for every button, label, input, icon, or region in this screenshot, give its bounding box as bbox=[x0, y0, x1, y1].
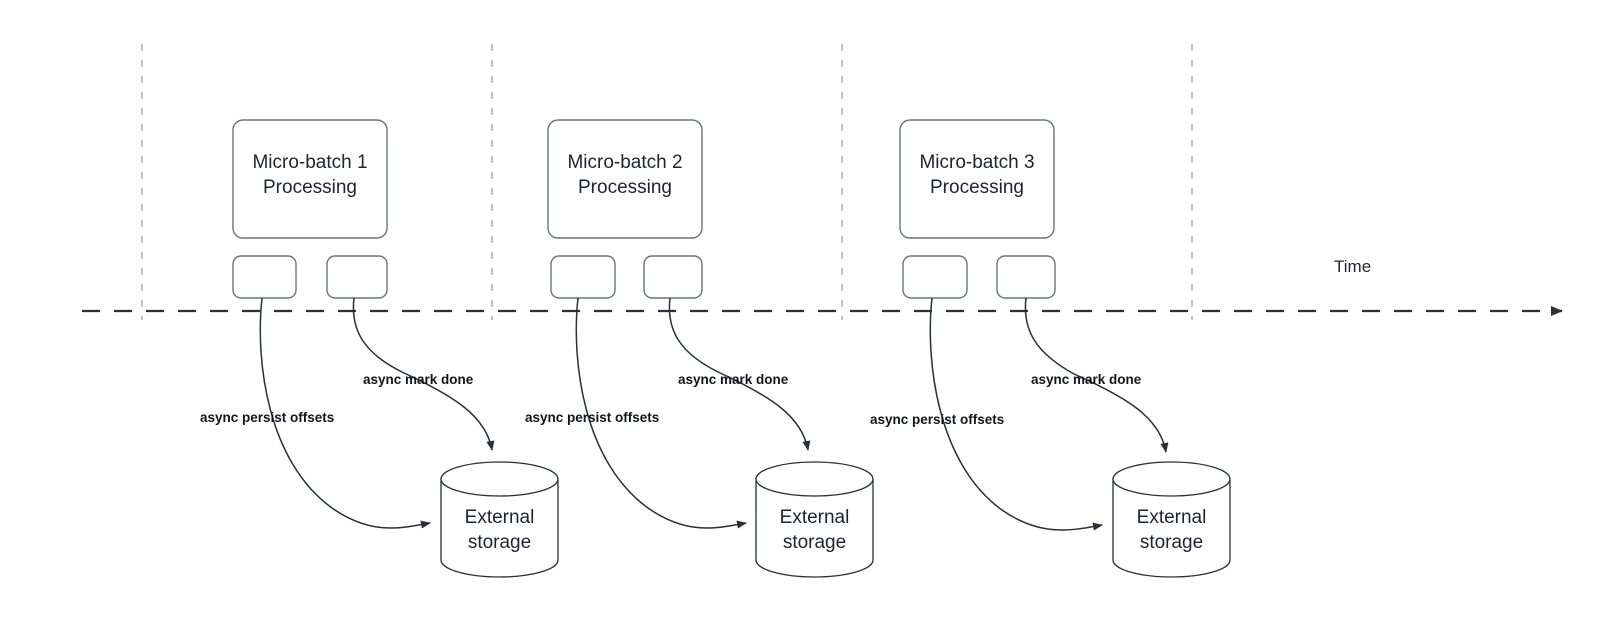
async-persist-offsets-label-3: async persist offsets bbox=[870, 412, 1005, 427]
external-storage-2-top bbox=[755, 461, 874, 497]
async-mark-done-label-3: async mark done bbox=[1031, 372, 1142, 387]
async-persist-offsets-arrow-2 bbox=[575, 297, 747, 529]
task-box-3b[interactable] bbox=[996, 255, 1056, 299]
task-box-2b[interactable] bbox=[643, 255, 703, 299]
batch-group-1 bbox=[232, 119, 559, 578]
task-box-1a[interactable] bbox=[232, 255, 297, 299]
async-mark-done-arrow-1 bbox=[352, 297, 495, 451]
external-storage-2-body[interactable] bbox=[755, 479, 874, 578]
async-mark-done-arrow-3 bbox=[1024, 297, 1169, 453]
external-storage-3-top bbox=[1112, 461, 1231, 497]
async-persist-offsets-arrow-3 bbox=[929, 297, 1103, 531]
async-mark-done-label-2: async mark done bbox=[678, 372, 789, 387]
micro-batch-1-box[interactable] bbox=[232, 119, 388, 239]
guide-lines bbox=[141, 44, 1193, 320]
async-mark-done-label-1: async mark done bbox=[363, 372, 474, 387]
batch-group-3 bbox=[899, 119, 1231, 578]
external-storage-1-top bbox=[440, 461, 559, 497]
task-box-3a[interactable] bbox=[902, 255, 968, 299]
async-persist-offsets-arrow-1 bbox=[259, 297, 431, 529]
external-storage-1-body[interactable] bbox=[440, 479, 559, 578]
batch-group-2 bbox=[547, 119, 874, 578]
async-persist-offsets-label-1: async persist offsets bbox=[200, 410, 335, 425]
task-box-2a[interactable] bbox=[550, 255, 616, 299]
micro-batch-3-box[interactable] bbox=[899, 119, 1055, 239]
async-persist-offsets-label-2: async persist offsets bbox=[525, 410, 660, 425]
time-axis-label: Time bbox=[1334, 257, 1372, 276]
external-storage-3-body[interactable] bbox=[1112, 479, 1231, 578]
micro-batch-2-box[interactable] bbox=[547, 119, 703, 239]
task-box-1b[interactable] bbox=[326, 255, 388, 299]
async-mark-done-arrow-2 bbox=[668, 297, 811, 451]
